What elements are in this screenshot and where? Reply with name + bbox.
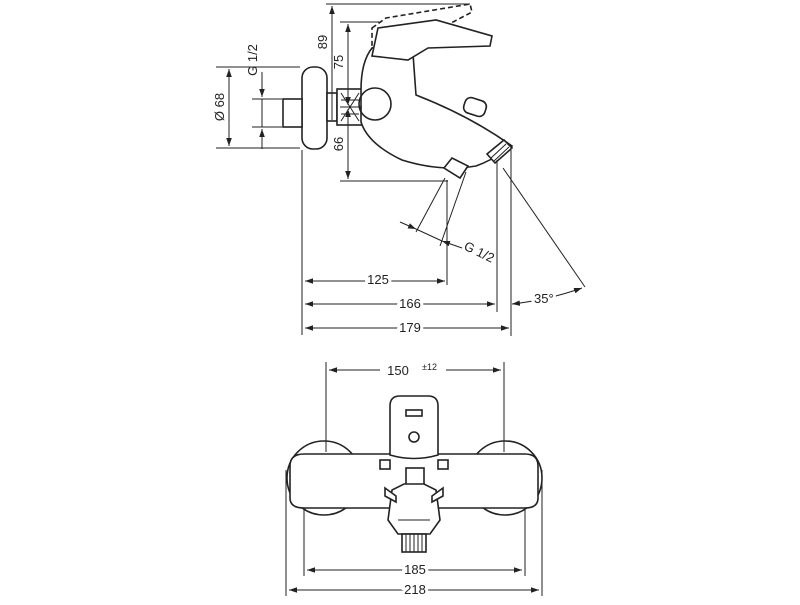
handle-lever bbox=[371, 19, 493, 61]
dim-label-dia68: Ø 68 bbox=[212, 93, 227, 121]
dim-label-89: 89 bbox=[315, 35, 330, 49]
shower-outlet bbox=[442, 156, 470, 180]
cartridge-cap bbox=[358, 87, 392, 121]
dim-label-angle: 35° bbox=[534, 291, 554, 306]
indicator-dot bbox=[408, 431, 420, 443]
dim-label-150-tolerance: ±12 bbox=[422, 362, 437, 372]
wall-connection-pipe bbox=[282, 98, 303, 128]
dim-label-66: 66 bbox=[331, 137, 346, 151]
spout-front bbox=[387, 483, 441, 535]
dim-label-g12-wall: G 1/2 bbox=[245, 44, 260, 76]
dim-label-218: 218 bbox=[404, 582, 426, 597]
dim-label-125: 125 bbox=[367, 272, 389, 287]
spout-aerator bbox=[485, 138, 514, 165]
handle-marking bbox=[405, 409, 423, 417]
wall-rosette bbox=[301, 66, 328, 150]
mixer-body bbox=[360, 39, 514, 169]
front-view: 150 ±12 185 218 bbox=[285, 361, 543, 600]
handle-front bbox=[389, 395, 439, 460]
dim-label-166: 166 bbox=[399, 296, 421, 311]
diverter-knob bbox=[462, 96, 488, 118]
dim-label-150: 150 bbox=[387, 363, 409, 378]
dim-label-185: 185 bbox=[404, 562, 426, 577]
dimension-arc-35deg bbox=[511, 287, 583, 306]
dim-label-179: 179 bbox=[399, 320, 421, 335]
side-view: Ø 68 G 1/2 89 75 66 G 1/2 125 166 179 35… bbox=[212, 3, 586, 338]
dim-label-g12-outlet: G 1/2 bbox=[462, 238, 497, 265]
dim-label-75: 75 bbox=[331, 55, 346, 69]
